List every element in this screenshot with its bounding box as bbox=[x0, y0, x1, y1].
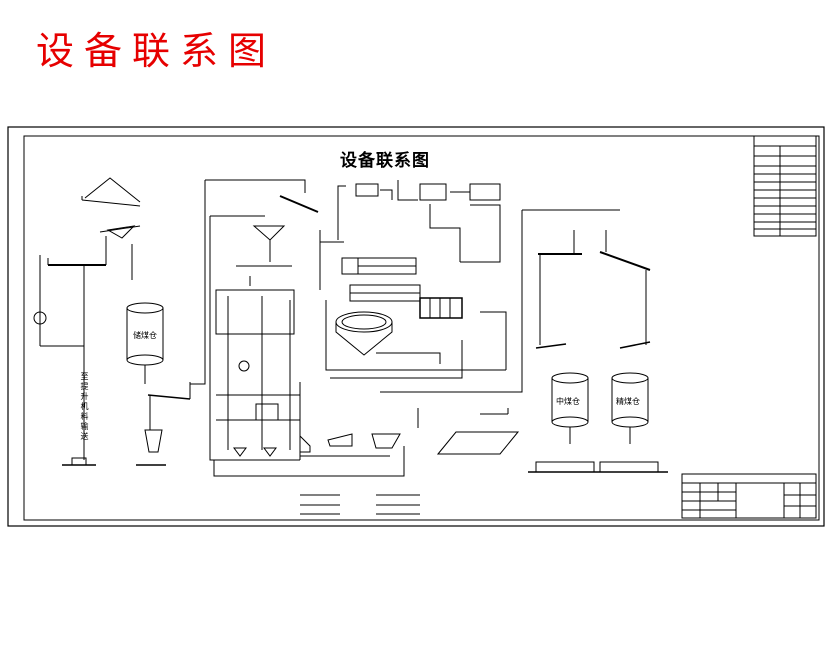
bin-mid-label: 中煤仓 bbox=[556, 397, 580, 406]
bin-left-label: 储煤仓 bbox=[133, 331, 157, 340]
bin-right-label: 精煤仓 bbox=[616, 397, 640, 406]
bin-left-shape bbox=[126, 302, 164, 384]
outer-frame bbox=[7, 126, 825, 527]
page-title: 设备联系图 bbox=[36, 29, 277, 73]
vertical-feed-label: 至提升机料输送 bbox=[80, 372, 89, 442]
drawing-title: 设备联系图 bbox=[340, 151, 430, 171]
legend bbox=[300, 494, 420, 515]
inner-frame bbox=[23, 135, 820, 521]
title-block bbox=[681, 473, 817, 519]
equipment-list-table bbox=[753, 135, 817, 237]
bin-right-shape bbox=[611, 372, 649, 428]
